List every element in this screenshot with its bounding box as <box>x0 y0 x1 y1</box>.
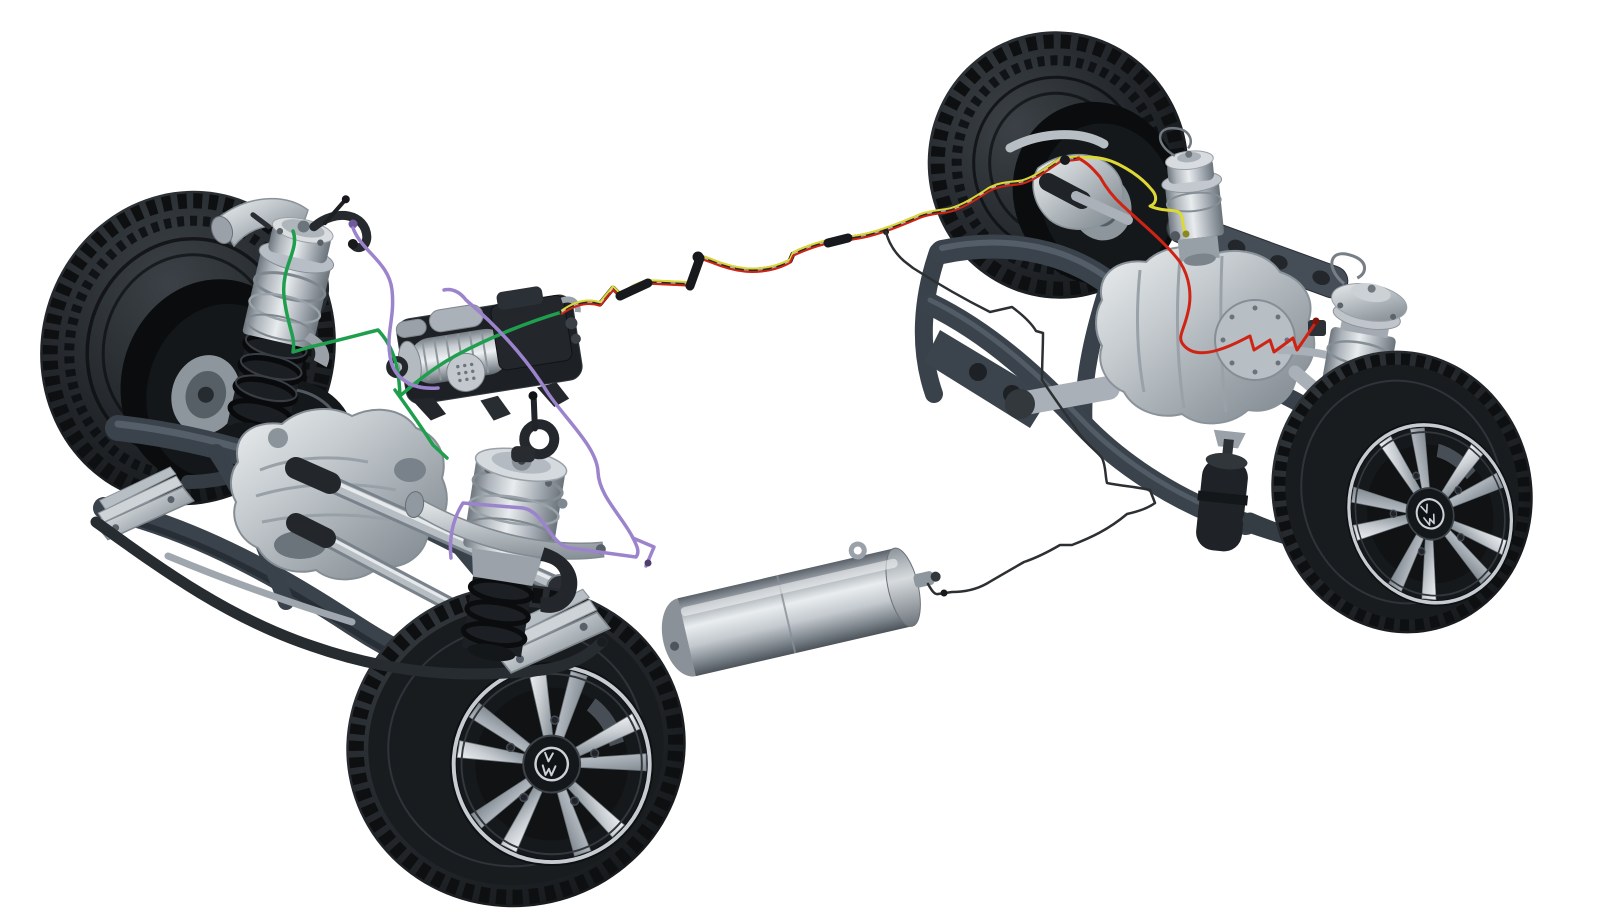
air-line-purple <box>348 219 656 568</box>
strut-rear-far <box>1158 126 1225 266</box>
strut-front-near <box>404 391 606 662</box>
air-line-red <box>1076 156 1320 355</box>
harness-sleeve <box>823 233 853 248</box>
rear-damper <box>1196 429 1249 552</box>
tie-rod <box>164 552 356 626</box>
rear-knuckle <box>1005 130 1133 230</box>
air-reservoir <box>661 541 941 677</box>
air-line-green <box>281 229 564 460</box>
strut-eyelet <box>519 419 560 460</box>
air-line-reservoir <box>883 229 1157 597</box>
air-line-yellow <box>1076 155 1190 238</box>
harness-sleeve <box>685 253 705 291</box>
mount-bracket-front-left <box>95 466 195 541</box>
harness-sleeve <box>615 278 653 301</box>
wiring-harness <box>559 155 1081 315</box>
wheel-rear-near <box>1271 350 1563 634</box>
harness-connector <box>692 251 704 263</box>
line-clip <box>940 589 948 597</box>
upper-arm-fork <box>411 495 605 560</box>
harness-junction <box>1060 155 1070 165</box>
